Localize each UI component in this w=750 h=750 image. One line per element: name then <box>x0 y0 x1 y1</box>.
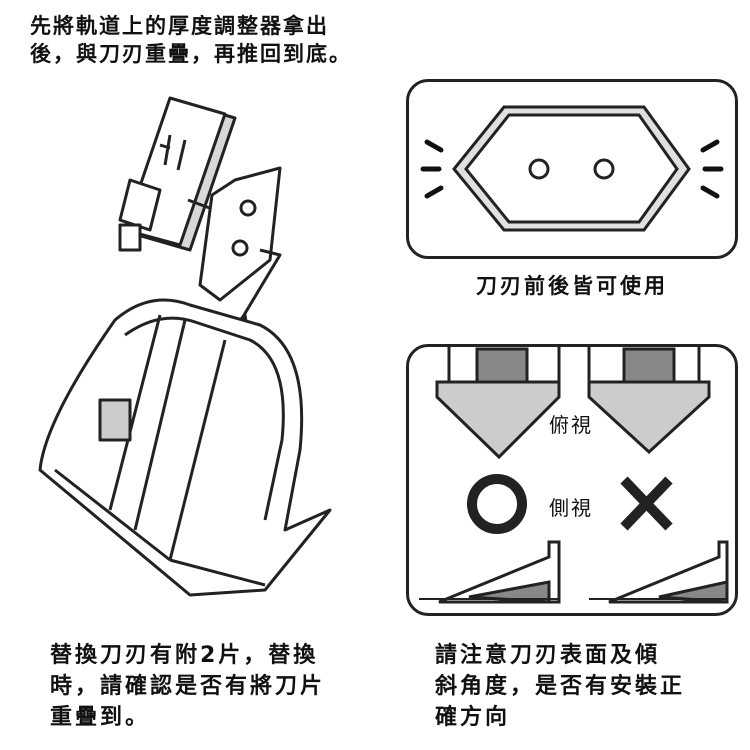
thickness-adjuster <box>118 96 237 252</box>
instruction-line: 確方向 <box>435 705 511 730</box>
wrong-cross-icon <box>620 476 673 531</box>
orientation-illustration <box>419 347 729 604</box>
instruction-line: 先將軌道上的厚度調整器拿出 <box>30 14 329 38</box>
instruction-line: 後，與刀刃重疊，再推回到底。 <box>30 42 352 66</box>
instruction-line: 請注意刀刃表面及傾 <box>435 643 661 668</box>
instruction-line: 斜角度，是否有安裝正 <box>435 674 686 699</box>
blade-shape <box>198 166 282 302</box>
bottom-right-instruction: 請注意刀刃表面及傾 斜角度，是否有安裝正 確方向 <box>435 640 715 733</box>
instruction-line: 時，請確認是否有將刀片 <box>50 674 326 699</box>
top-instruction: 先將軌道上的厚度調整器拿出 後，與刀刃重疊，再推回到底。 <box>30 12 352 68</box>
correct-circle-icon <box>467 474 527 534</box>
blade-panel-caption: 刀刃前後皆可使用 <box>476 274 668 298</box>
instruction-line: 替換刀刃有附2片，替換 <box>50 643 319 668</box>
base-holder <box>38 298 332 597</box>
blade-reversible-panel <box>406 79 738 259</box>
side-view-label: 側視 <box>549 492 593 521</box>
double-edge-blade-icon <box>420 105 724 232</box>
bottom-left-instruction: 替換刀刃有附2片，替換 時，請確認是否有將刀片 重疊到。 <box>50 640 360 733</box>
blade-holder-illustration <box>38 96 332 597</box>
shine-marks <box>420 139 724 199</box>
top-view-label: 俯視 <box>549 409 593 438</box>
instruction-line: 重疊到。 <box>50 705 151 730</box>
orientation-panel: 俯視 側視 <box>406 344 738 616</box>
